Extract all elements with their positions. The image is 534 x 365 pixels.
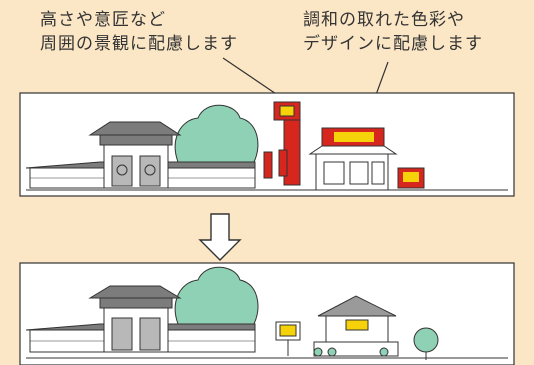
after-tree-small bbox=[413, 327, 439, 353]
after-house bbox=[313, 295, 399, 357]
after-low-sign bbox=[275, 321, 301, 356]
before-panel bbox=[19, 92, 515, 197]
before-tree bbox=[174, 104, 259, 163]
annotation-height-design: 高さや意匠など 周囲の景観に配慮します bbox=[40, 10, 238, 54]
before-tall-sign bbox=[263, 101, 301, 186]
down-arrow-icon bbox=[198, 213, 242, 261]
after-panel bbox=[19, 262, 515, 365]
before-gate bbox=[88, 121, 182, 189]
before-store bbox=[308, 127, 398, 191]
annotation-color-design: 調和の取れた色彩や デザインに配慮します bbox=[303, 10, 483, 54]
after-tree bbox=[174, 266, 259, 325]
